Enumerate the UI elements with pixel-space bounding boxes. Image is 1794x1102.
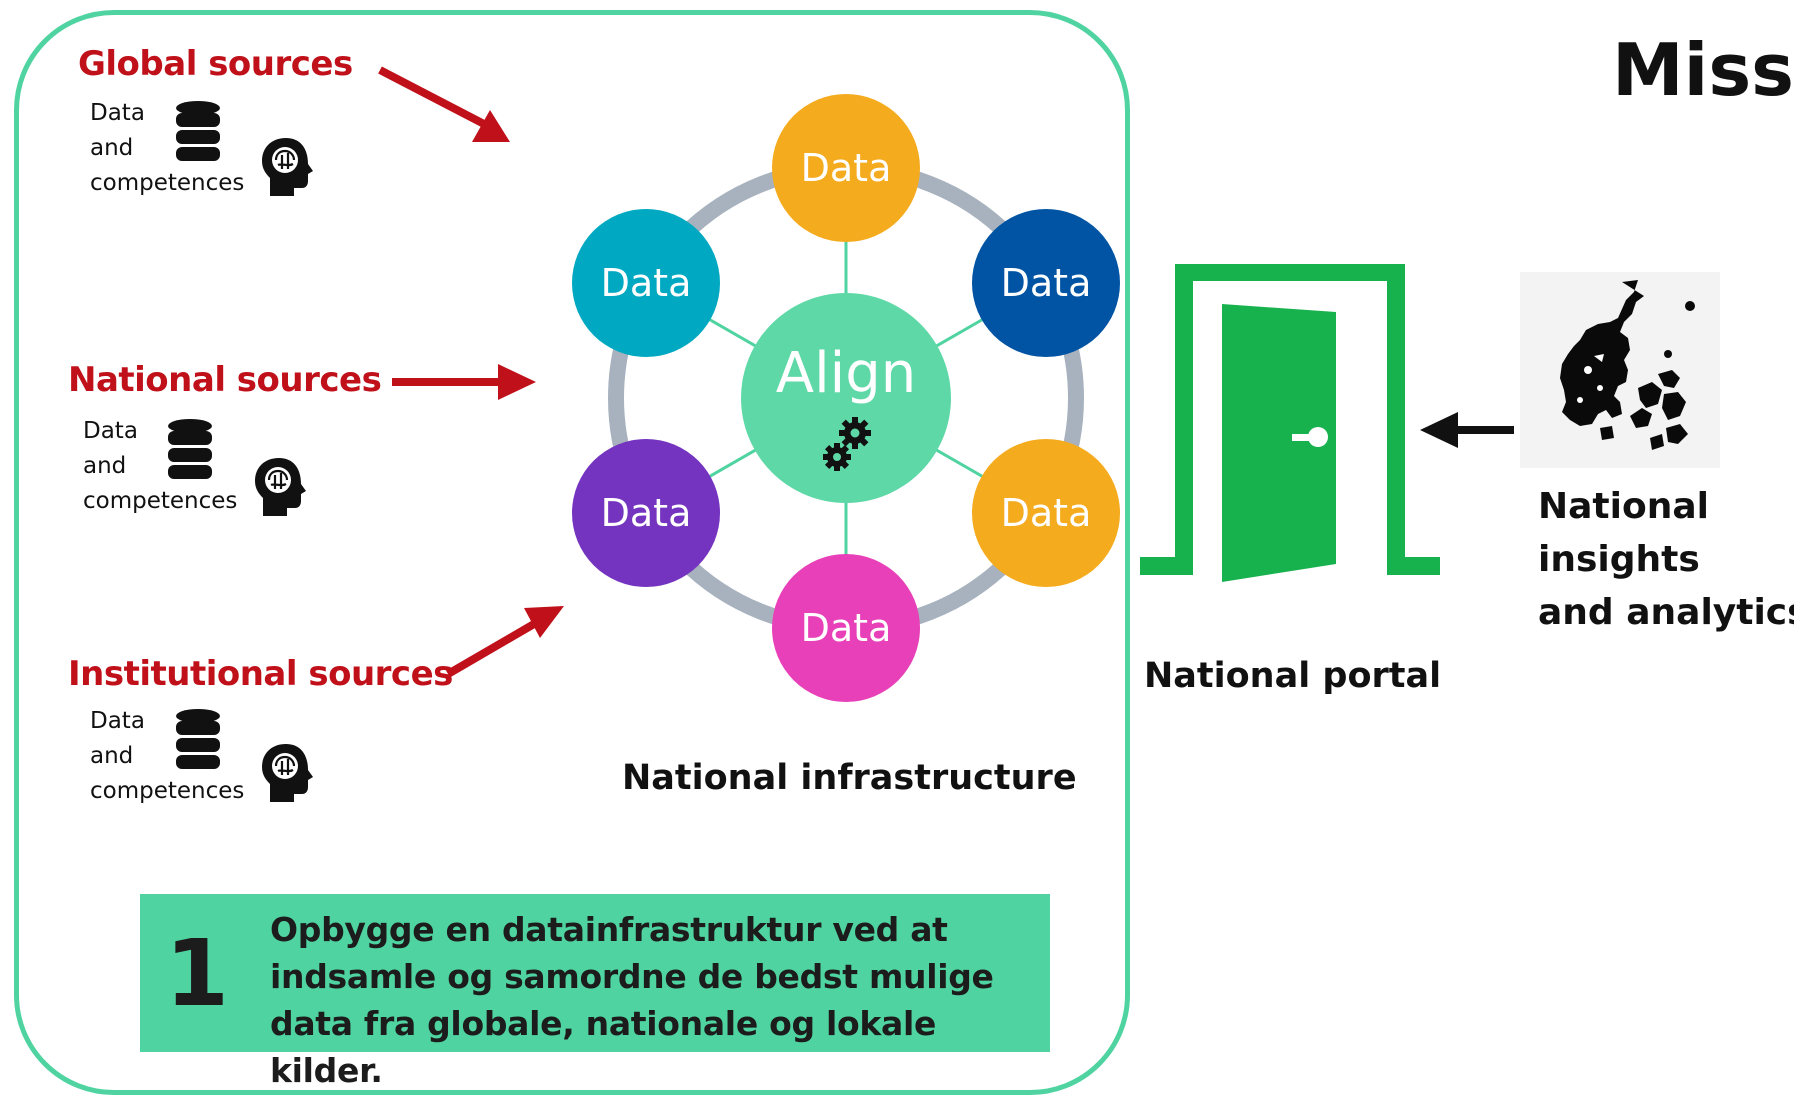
analytics-line: and analytics xyxy=(1538,592,1794,633)
desc-line: Data xyxy=(83,418,138,444)
desc-line: competences xyxy=(90,778,245,804)
analytics-line: insights xyxy=(1538,539,1700,580)
align-label: Align xyxy=(775,341,917,406)
note-line: indsamle og samordne de bedst mulige xyxy=(270,957,994,996)
national-sources-arrow xyxy=(392,364,536,400)
data-node-top: Data xyxy=(772,94,920,242)
denmark-map-icon xyxy=(1560,280,1695,450)
infrastructure-panel xyxy=(14,10,1130,1095)
desc-line: and xyxy=(90,135,134,161)
analytics-caption: National insights and analytics xyxy=(1538,480,1794,639)
data-node-lower-left: Data xyxy=(572,439,720,587)
database-icon xyxy=(176,709,220,769)
data-node-upper-right: Data xyxy=(972,209,1120,357)
note-number: 1 xyxy=(164,919,229,1027)
desc-line: and xyxy=(83,453,127,479)
analytics-line: National xyxy=(1538,486,1709,527)
desc-line: Data xyxy=(90,708,145,734)
desc-line: Data xyxy=(90,100,145,126)
hub-diagram: Align Data Data Data Data Data Data xyxy=(560,94,1130,710)
align-node: Align xyxy=(741,293,951,503)
door-icon xyxy=(1140,264,1440,582)
global-sources-desc: Data and competences xyxy=(90,96,260,201)
note-box: 1 Opbygge en datainfrastruktur ved at in… xyxy=(140,894,1050,1090)
desc-line: competences xyxy=(90,170,245,196)
brain-head-icon xyxy=(262,744,313,802)
note-text: Opbygge en datainfrastruktur ved at inds… xyxy=(270,906,1040,1094)
mission-title: Missi xyxy=(1612,28,1794,112)
desc-line: competences xyxy=(83,488,238,514)
global-sources-title: Global sources xyxy=(78,44,353,84)
desc-line: and xyxy=(90,743,134,769)
portal-caption: National portal xyxy=(1144,656,1442,696)
gear-icon xyxy=(823,417,871,471)
institutional-sources-title: Institutional sources xyxy=(68,654,453,694)
brain-head-icon xyxy=(255,458,306,516)
national-sources-desc: Data and competences xyxy=(83,414,253,519)
institutional-sources-arrow xyxy=(445,606,564,678)
brain-head-icon xyxy=(262,138,313,196)
national-sources-title: National sources xyxy=(68,360,382,400)
global-sources-arrow xyxy=(378,66,510,142)
data-node-bottom: Data xyxy=(772,554,920,702)
infrastructure-caption: National infrastructure xyxy=(622,758,1077,798)
analytics-to-portal-arrow xyxy=(1420,412,1514,448)
note-line: Opbygge en datainfrastruktur ved at xyxy=(270,910,948,949)
note-line: data fra globale, nationale og lokale ki… xyxy=(270,1004,937,1090)
institutional-sources-desc: Data and competences xyxy=(90,704,260,809)
database-icon xyxy=(168,419,212,479)
data-node-upper-left: Data xyxy=(572,209,720,357)
database-icon xyxy=(176,101,220,161)
data-node-lower-right: Data xyxy=(972,439,1120,587)
